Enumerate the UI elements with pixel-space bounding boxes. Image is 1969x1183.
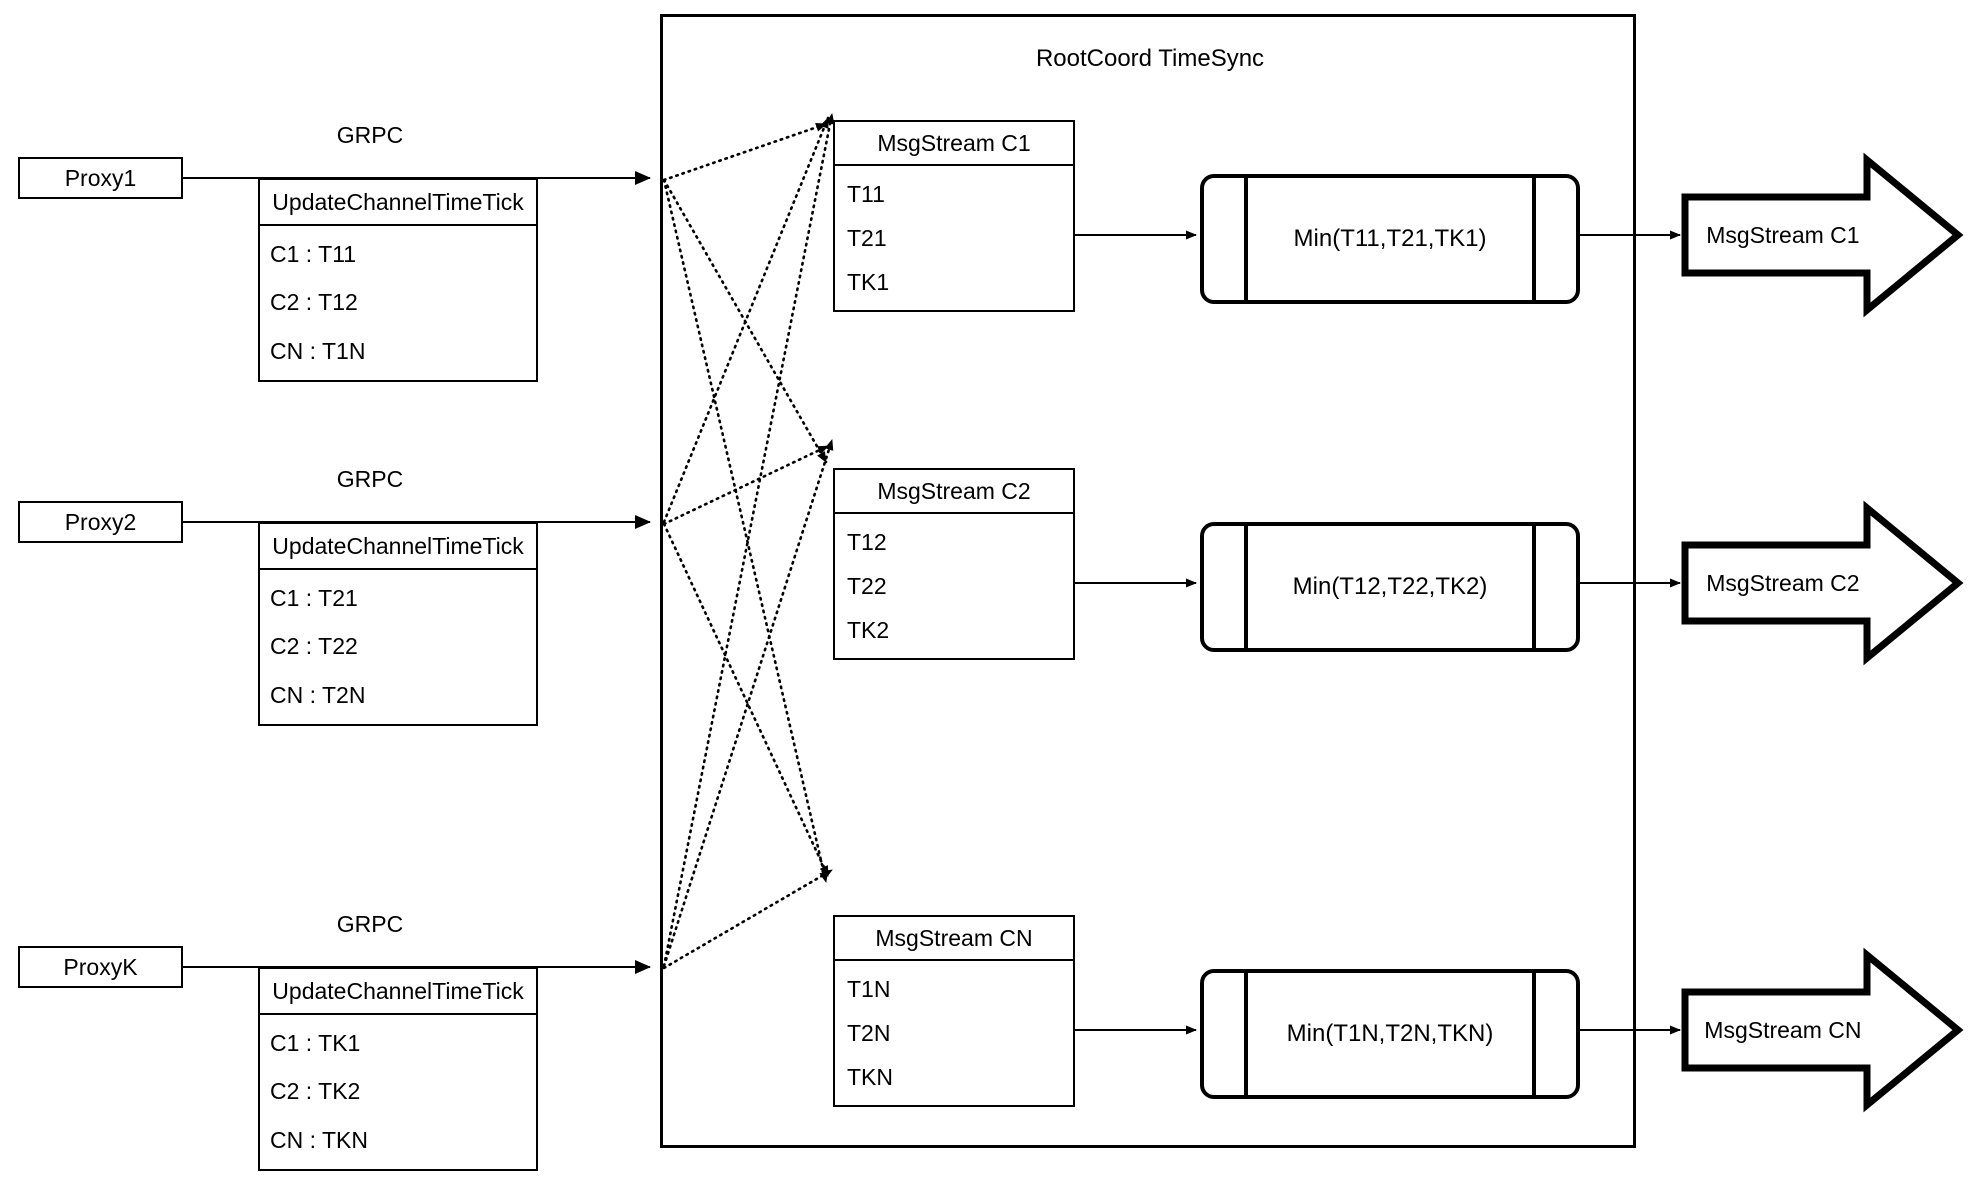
process-right-bar xyxy=(1532,526,1536,648)
block-arrow-shape-c1 xyxy=(1681,152,1964,318)
msgstream-row: T22 xyxy=(847,572,887,599)
msgstream-row: T21 xyxy=(847,224,887,251)
grpc-label-3: GRPC xyxy=(336,911,404,937)
timetick-row: C1 : T21 xyxy=(270,584,358,611)
timetick-table-2: UpdateChannelTimeTick C1 : T21 C2 : T22 … xyxy=(258,522,538,726)
container-title: RootCoord TimeSync xyxy=(1035,45,1265,72)
process-right-bar xyxy=(1532,973,1536,1095)
timetick-row: CN : T1N xyxy=(270,338,366,365)
msgstream-table-body-cn: T1N T2N TKN xyxy=(835,961,1073,1105)
grpc-label-1: GRPC xyxy=(336,122,404,148)
msgstream-row: T1N xyxy=(847,975,891,1002)
proxy-box-3[interactable]: ProxyK xyxy=(18,946,183,988)
output-block-arrow-label-c2: MsgStream C2 xyxy=(1706,570,1860,596)
timetick-row: C2 : T22 xyxy=(270,633,358,660)
min-process-cn[interactable]: Min(T1N,T2N,TKN) xyxy=(1200,969,1580,1099)
msgstream-table-body-c2: T12 T22 TK2 xyxy=(835,514,1073,658)
min-process-c1[interactable]: Min(T11,T21,TK1) xyxy=(1200,174,1580,304)
output-block-arrow-c1[interactable]: MsgStream C1 xyxy=(1681,152,1964,318)
process-right-bar xyxy=(1532,178,1536,300)
output-block-arrow-cn[interactable]: MsgStream CN xyxy=(1681,947,1964,1113)
msgstream-table-header-c2: MsgStream C2 xyxy=(835,470,1073,514)
timetick-row: C1 : TK1 xyxy=(270,1029,361,1056)
timetick-table-header-3: UpdateChannelTimeTick xyxy=(260,969,536,1015)
rootcoord-timesync-container xyxy=(660,14,1636,1148)
process-left-bar xyxy=(1244,973,1248,1095)
msgstream-table-header-c1: MsgStream C1 xyxy=(835,122,1073,166)
timetick-table-1: UpdateChannelTimeTick C1 : T11 C2 : T12 … xyxy=(258,178,538,382)
timetick-table-header-1: UpdateChannelTimeTick xyxy=(260,180,536,226)
timetick-row: C2 : TK2 xyxy=(270,1078,361,1105)
timetick-table-body-1: C1 : T11 C2 : T12 CN : T1N xyxy=(260,226,536,380)
msgstream-row: TK2 xyxy=(847,616,890,643)
msgstream-row: T11 xyxy=(847,180,885,207)
msgstream-table-cn: MsgStream CN T1N T2N TKN xyxy=(833,915,1075,1107)
timetick-table-body-3: C1 : TK1 C2 : TK2 CN : TKN xyxy=(260,1015,536,1169)
timetick-row: CN : TKN xyxy=(270,1127,368,1154)
output-block-arrow-c2[interactable]: MsgStream C2 xyxy=(1681,500,1964,666)
timetick-table-header-2: UpdateChannelTimeTick xyxy=(260,524,536,570)
block-arrow-shape-c2 xyxy=(1681,500,1964,666)
msgstream-table-c2: MsgStream C2 T12 T22 TK2 xyxy=(833,468,1075,660)
msgstream-row: T12 xyxy=(847,528,887,555)
timetick-table-body-2: C1 : T21 C2 : T22 CN : T2N xyxy=(260,570,536,724)
min-process-label-c1: Min(T11,T21,TK1) xyxy=(1293,225,1487,252)
process-left-bar xyxy=(1244,526,1248,648)
process-left-bar xyxy=(1244,178,1248,300)
proxy-box-1[interactable]: Proxy1 xyxy=(18,157,183,199)
timetick-row: CN : T2N xyxy=(270,682,366,709)
proxy-box-2[interactable]: Proxy2 xyxy=(18,501,183,543)
msgstream-table-body-c1: T11 T21 TK1 xyxy=(835,166,1073,310)
msgstream-row: TKN xyxy=(847,1063,893,1090)
block-arrow-shape-cn xyxy=(1681,947,1964,1113)
output-block-arrow-label-c1: MsgStream C1 xyxy=(1706,222,1860,248)
min-process-label-c2: Min(T12,T22,TK2) xyxy=(1292,573,1488,600)
grpc-label-2: GRPC xyxy=(336,466,404,492)
output-block-arrow-label-cn: MsgStream CN xyxy=(1704,1017,1862,1043)
msgstream-row: T2N xyxy=(847,1019,891,1046)
min-process-label-cn: Min(T1N,T2N,TKN) xyxy=(1286,1020,1494,1047)
msgstream-table-header-cn: MsgStream CN xyxy=(835,917,1073,961)
msgstream-row: TK1 xyxy=(847,268,890,295)
msgstream-table-c1: MsgStream C1 T11 T21 TK1 xyxy=(833,120,1075,312)
min-process-c2[interactable]: Min(T12,T22,TK2) xyxy=(1200,522,1580,652)
timetick-row: C1 : T11 xyxy=(270,240,357,267)
timetick-row: C2 : T12 xyxy=(270,289,358,316)
timetick-table-3: UpdateChannelTimeTick C1 : TK1 C2 : TK2 … xyxy=(258,967,538,1171)
